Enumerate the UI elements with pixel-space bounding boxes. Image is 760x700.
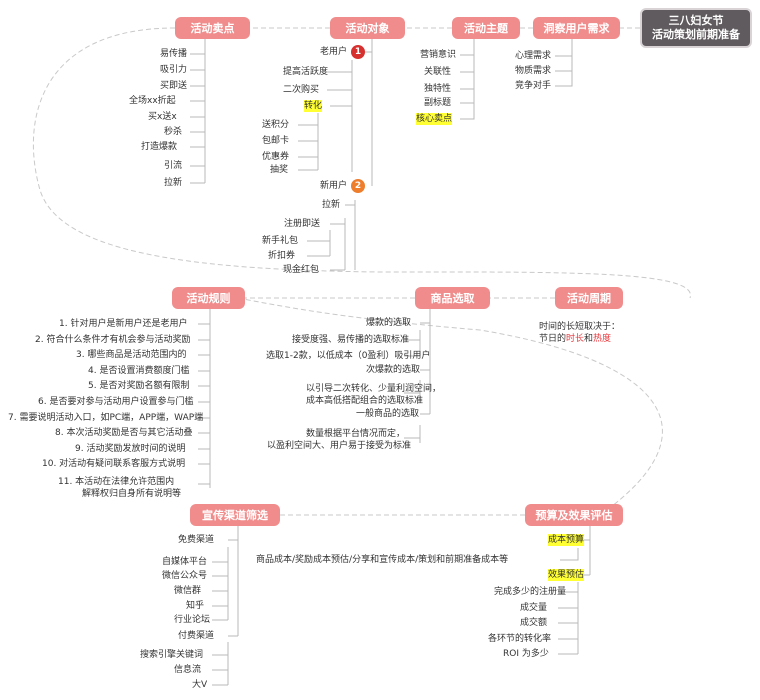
selling-item: 全场xx折起 [129,96,176,106]
theme-item: 营销意识 [420,50,457,60]
channels-free-item: 知乎 [186,601,205,611]
selling-item: 易传播 [160,49,188,59]
audience-old-item: 二次购买 [283,85,320,95]
goods-item: 成本高低搭配组合的选取标准 [306,396,424,406]
rules-item: 9. 活动奖励发放时间的说明 [75,444,186,454]
goods-head: 次爆款的选取 [366,365,421,375]
needs-item: 物质需求 [515,66,552,76]
audience-pull-new: 拉新 [322,200,341,210]
audience-convert-item: 送积分 [262,120,290,130]
audience-convert-item: 抽奖 [270,165,289,175]
rules-item: 1. 针对用户是新用户还是老用户 [59,319,188,329]
category-goods[interactable]: 商品选取 [415,287,490,309]
root-node[interactable]: 三八妇女节 活动策划前期准备 [640,8,752,48]
selling-item: 秒杀 [164,127,183,137]
old-user-label: 老用户 [320,47,348,57]
period-text-line2: 节日的时长和热度 [539,333,611,345]
new-user-badge: 2 [351,179,365,193]
theme-core-selling-point: 核心卖点 [416,113,453,125]
channels-free-item: 微信公众号 [162,571,208,581]
new-user-label: 新用户 [320,181,348,191]
theme-item: 副标题 [424,98,452,108]
category-period[interactable]: 活动周期 [555,287,623,309]
root-title: 三八妇女节 [668,14,724,27]
old-user-badge: 1 [351,45,365,59]
root-subtitle: 活动策划前期准备 [652,28,740,41]
budget-effect-item: 成交量 [520,603,548,613]
budget-cost-head: 成本预算 [548,534,585,546]
audience-register: 注册即送 [284,219,321,229]
rules-item: 3. 哪些商品是活动范围内的 [76,350,187,360]
rules-item: 10. 对活动有疑问联系客服方式说明 [42,459,186,469]
audience-register-item: 折扣券 [268,251,296,261]
channels-free-item: 行业论坛 [174,615,211,625]
rules-item: 11. 本活动在法律允许范围内 [58,477,175,487]
period-text-line1: 时间的长短取决于： [539,322,621,332]
needs-item: 竞争对手 [515,81,552,91]
category-theme[interactable]: 活动主题 [452,17,520,39]
audience-register-item: 新手礼包 [262,236,299,246]
goods-item: 以引导二次转化、少量利润空间， [306,384,442,394]
goods-item: 数量根据平台情况而定， [306,429,406,439]
rules-item: 7. 需要说明活动入口，如PC端，APP端，WAP端 [8,413,204,423]
selling-item: 打造爆款 [141,142,178,152]
goods-head: 爆款的选取 [366,318,412,328]
budget-effect-item: 完成多少的注册量 [494,587,567,597]
goods-item: 选取1-2款，以低成本（0盈利）吸引用户 [266,351,431,361]
audience-convert-item: 包邮卡 [262,136,290,146]
selling-item: 吸引力 [160,65,188,75]
channels-paid-item: 搜索引擎关键词 [140,650,204,660]
budget-effect-head: 效果预估 [548,569,585,581]
rules-item: 6. 是否要对参与活动用户设置参与门槛 [38,397,194,407]
selling-item: 买x送x [148,112,177,122]
period-text-a: 节日的 [539,334,567,344]
selling-item: 拉新 [164,178,183,188]
audience-cash: 现金红包 [283,265,320,275]
selling-item: 引流 [164,161,183,171]
budget-effect-item: 各环节的转化率 [488,634,552,644]
channels-free-item: 微信群 [174,586,202,596]
budget-effect-item: 成交额 [520,618,548,628]
category-budget[interactable]: 预算及效果评估 [525,504,623,526]
budget-effect-item: ROI 为多少 [503,649,549,659]
rules-item: 解释权归自身所有说明等 [82,489,182,499]
channels-free-item: 自媒体平台 [162,557,208,567]
rules-item: 4. 是否设置消费额度门槛 [88,366,190,376]
period-text-duration: 时长 [566,334,585,344]
channels-paid-item: 信息流 [174,665,202,675]
category-audience[interactable]: 活动对象 [330,17,405,39]
theme-item: 关联性 [424,67,452,77]
selling-item: 买即送 [160,81,188,91]
rules-item: 2. 符合什么条件才有机会参与活动奖励 [35,335,191,345]
period-text-heat: 热度 [593,334,612,344]
audience-old-item: 提高活跃度 [283,67,329,77]
budget-cost-text: 商品成本/奖励成本预估/分享和宣传成本/策划和前期准备成本等 [256,555,509,565]
audience-convert-item: 优惠券 [262,152,290,162]
channels-free: 免费渠道 [178,535,215,545]
category-rules[interactable]: 活动规则 [172,287,245,309]
category-user-needs[interactable]: 洞察用户需求 [533,17,620,39]
goods-item: 接受度强、易传播的选取标准 [292,335,410,345]
period-text-and: 和 [584,334,594,344]
goods-head: 一般商品的选取 [356,409,420,419]
rules-item: 5. 是否对奖励名额有限制 [88,381,190,391]
audience-convert: 转化 [304,100,323,112]
rules-item: 8. 本次活动奖励是否与其它活动叠 [55,428,193,438]
theme-item: 独特性 [424,84,452,94]
channels-paid-item: 大V [192,680,208,690]
needs-item: 心理需求 [515,51,552,61]
channels-paid: 付费渠道 [178,631,215,641]
category-selling-points[interactable]: 活动卖点 [175,17,250,39]
goods-item: 以盈利空间大、用户易于接受为标准 [267,441,412,451]
category-channels[interactable]: 宣传渠道筛选 [190,504,280,526]
